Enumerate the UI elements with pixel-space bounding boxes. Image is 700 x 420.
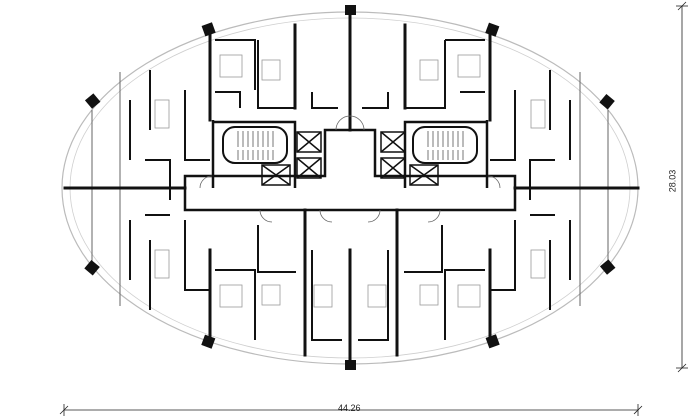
- dimension-line-horizontal: [59, 404, 643, 416]
- height-dimension-label: 28.03: [667, 169, 678, 193]
- stair-right: [412, 126, 478, 164]
- elevator-shafts: [261, 131, 439, 186]
- structural-walls: [63, 8, 640, 367]
- dimension-line-vertical: [676, 1, 688, 373]
- apartment-partitions: [129, 39, 571, 341]
- stair-left: [222, 126, 288, 164]
- fixtures: [154, 54, 546, 308]
- door-swings: [199, 115, 501, 223]
- core-corridor: [183, 120, 517, 212]
- width-dimension-label: 44.26: [338, 403, 361, 413]
